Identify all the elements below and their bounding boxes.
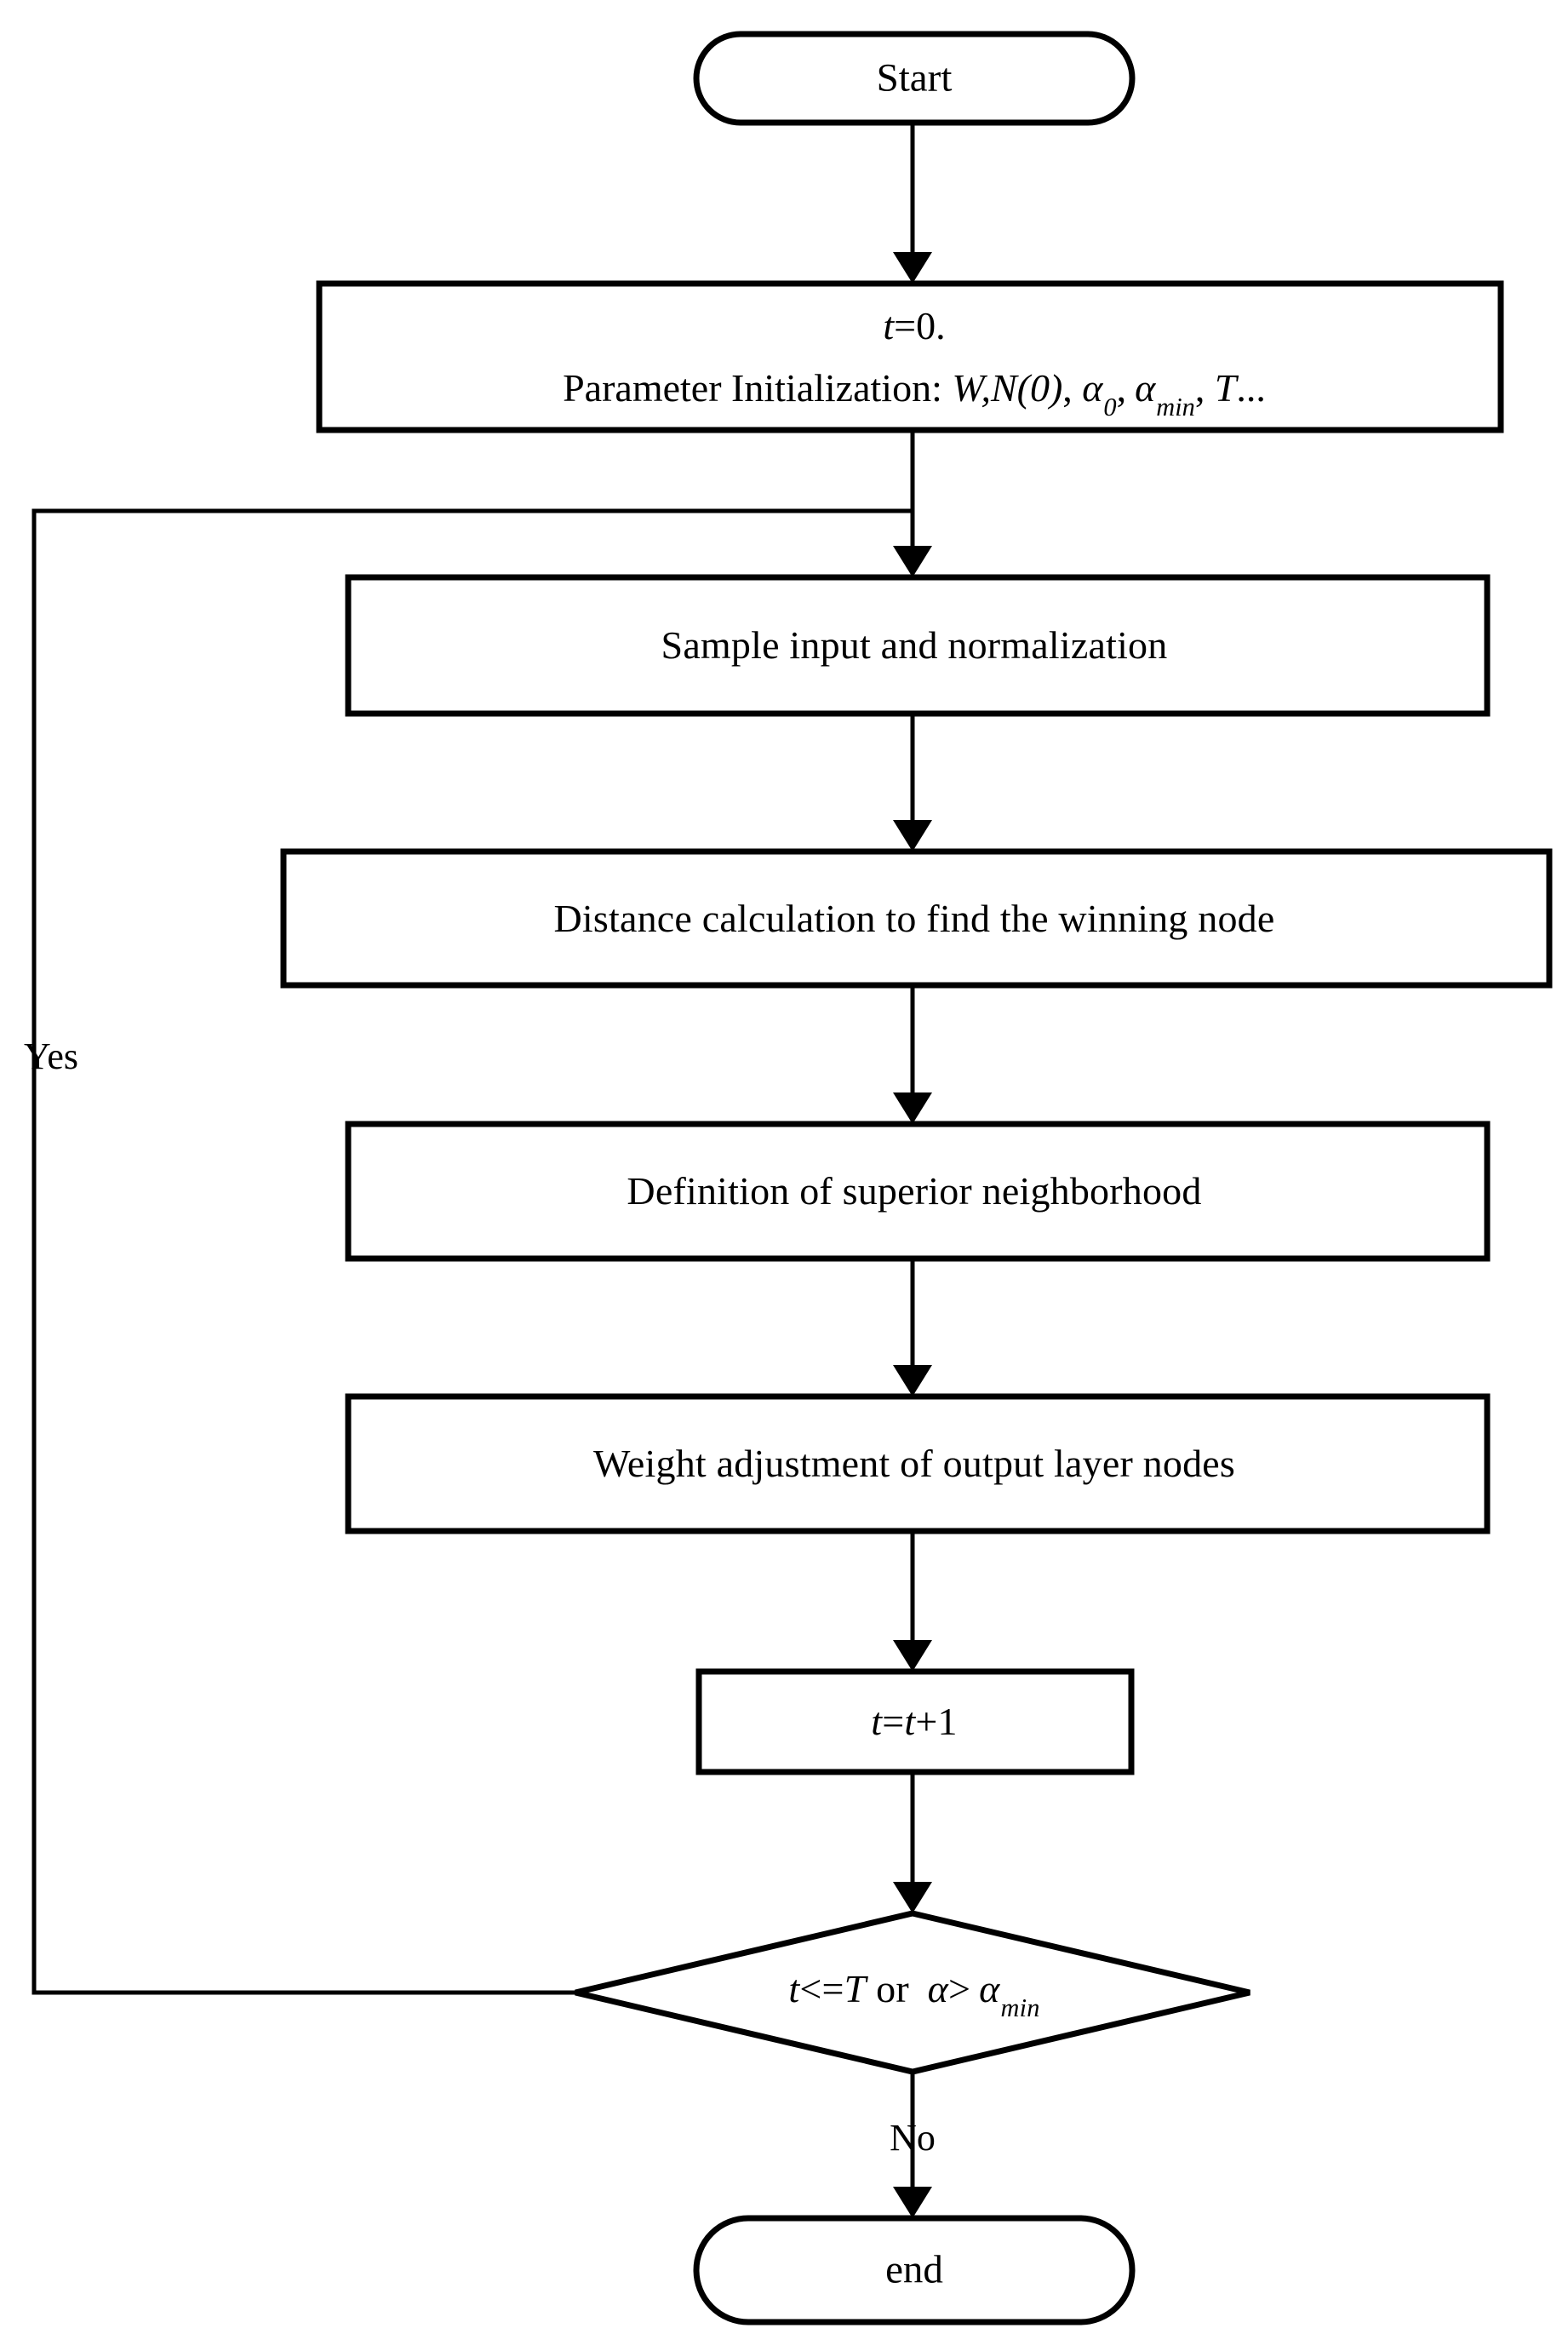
node-end-label: end [885,2247,943,2292]
init-comma-3: , [1194,365,1215,410]
node-weight-shape [345,1393,1491,1534]
arrow-weight-to-increment [893,1640,932,1672]
decision-var-t: t [788,1966,800,2010]
decision-alpha-min-symbol: α [979,1966,1000,2010]
init-ellipsis: ... [1236,365,1266,410]
decision-alpha-min-subscript: min [1000,1993,1040,2022]
node-increment-shape [695,1668,1135,1775]
node-sample-label: Sample input and normalization [661,622,1168,667]
decision-or: or [866,1966,919,2010]
init-T-symbol: T [1214,365,1237,410]
node-start-label: Start [876,55,953,100]
arrow-increment-to-decision [893,1882,932,1913]
node-decision-label: t<=T or α>αmin [788,1966,1039,2021]
node-increment-label: t=t+1 [871,1699,958,1743]
node-init-line2: Parameter Initialization: W,N(0), α0,αmi… [563,365,1266,420]
edge-label-yes: Yes [24,1035,79,1077]
node-sample-shape [345,574,1491,717]
init-alpha-min-symbol: α [1135,365,1156,410]
node-init-line1: t=0. [883,303,946,347]
decision-var-T: T [844,1966,867,2010]
increment-plus-one: +1 [915,1699,958,1743]
init-line1-suffix: =0. [894,303,946,347]
init-weights-symbol: W,N(0) [952,365,1063,410]
increment-rhs-t: t [904,1699,916,1743]
decision-op-lte: <= [799,1966,844,2010]
node-init-shape [316,280,1504,433]
arrow-decision-to-end [893,2187,932,2218]
init-comma-1: , [1062,365,1083,410]
init-alpha-min-subscript: min [1156,392,1195,421]
node-weight-label: Weight adjustment of output layer nodes [593,1441,1235,1485]
node-end-shape [693,2215,1136,2325]
init-line2-prefix: Parameter Initialization: [563,365,953,410]
init-alpha-0-subscript: 0 [1103,392,1117,421]
node-neighborhood-label: Definition of superior neighborhood [627,1168,1202,1213]
node-distance-shape [280,848,1553,989]
init-comma-2: , [1116,365,1127,410]
arrow-init-to-sample [893,546,932,577]
increment-equals: = [882,1699,905,1743]
node-neighborhood-shape [345,1121,1491,1262]
node-distance-label: Distance calculation to find the winning… [553,896,1275,940]
decision-op-gt: > [947,1966,971,2010]
init-alpha-0-symbol: α [1082,365,1103,410]
increment-lhs-t: t [871,1699,883,1743]
arrow-sample-to-distance [893,820,932,852]
arrow-start-to-init [893,252,932,284]
decision-alpha-symbol: α [927,1966,948,2010]
edge-decision-yes-feedback [31,508,913,1995]
arrow-neighborhood-to-weight [893,1365,932,1396]
arrow-distance-to-neighborhood [893,1092,932,1124]
edge-label-no: No [890,2116,936,2159]
init-var-t: t [883,303,895,347]
